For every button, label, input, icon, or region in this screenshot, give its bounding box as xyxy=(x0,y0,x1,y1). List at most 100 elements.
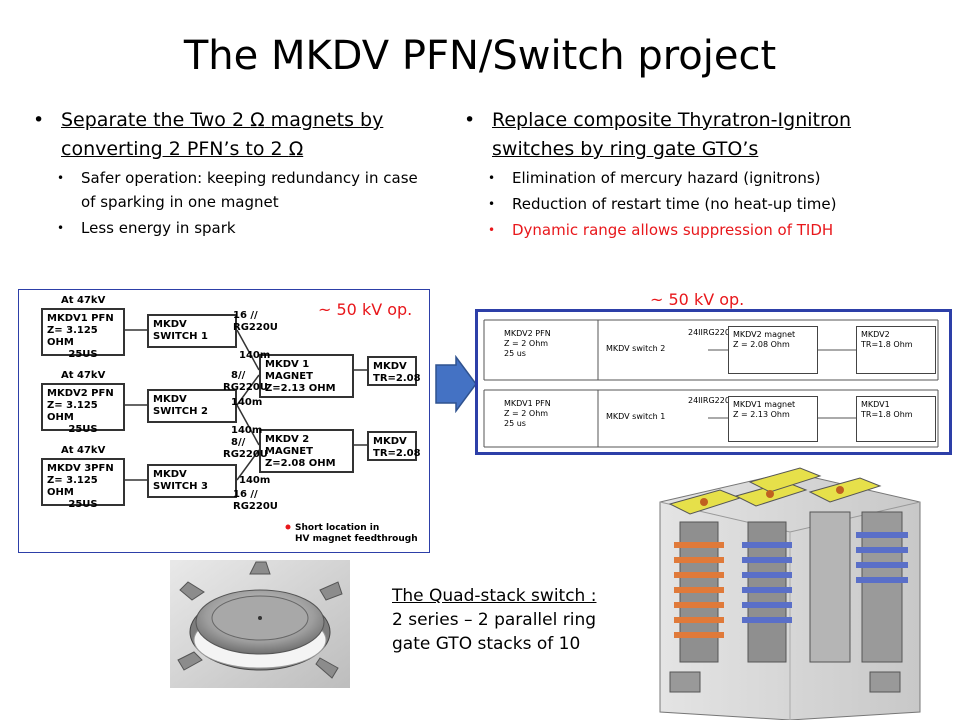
gto-device-photo xyxy=(170,560,350,688)
pfn-block: MKDV2 PFN Z = 2 Ohm 25 us xyxy=(500,326,584,374)
omega-symbol: Ω xyxy=(288,138,304,160)
diagram-wires xyxy=(483,319,939,448)
bullet-dot: • xyxy=(33,109,45,131)
pfn-name: MKDV2 PFN xyxy=(504,329,551,338)
switch-id: SWITCH 2 xyxy=(153,406,208,417)
cable-label: 8// xyxy=(231,370,246,381)
magnet-label: MAGNET xyxy=(265,371,313,382)
quad-stack-image xyxy=(659,467,921,721)
termination-block: MKDV1 TR=1.8 Ohm xyxy=(856,396,936,442)
pfn-voltage-label: At 47kV xyxy=(61,295,106,306)
magnet-block: MKDV1 magnet Z = 2.13 Ohm xyxy=(728,396,818,442)
gto-device-image xyxy=(170,560,350,688)
magnet-impedance: Z=2.13 OHM xyxy=(265,383,336,394)
caption-line: gate GTO stacks of 10 xyxy=(392,634,581,654)
pfn-impedance: Z= 3.125 OHM xyxy=(47,325,98,348)
left-sub-item: •Less energy in spark xyxy=(57,219,236,237)
left-sub-text: Less energy in spark xyxy=(81,219,236,237)
term-name: MKDV xyxy=(373,361,407,372)
left-heading-part1: Separate the Two 2 xyxy=(61,109,251,131)
cable-label: 16 // xyxy=(233,310,258,321)
term-name: MKDV1 xyxy=(861,400,890,409)
magnet-impedance: Z = 2.13 Ohm xyxy=(733,410,790,419)
left-sub-text: Safer operation: keeping redundancy in c… xyxy=(81,169,418,211)
pfn-pulse: 25US xyxy=(68,424,98,435)
right-sub-text: Elimination of mercury hazard (ignitrons… xyxy=(512,169,821,187)
right-heading-text: Replace composite Thyratron-Ignitron swi… xyxy=(492,109,852,160)
termination-block: MKDV2 TR=1.8 Ohm xyxy=(856,326,936,374)
magnet-block: MKDV 2 MAGNET Z=2.08 OHM xyxy=(259,429,354,473)
caption-title: The Quad-stack switch : xyxy=(392,586,597,606)
pfn-pulse: 25 us xyxy=(504,419,526,428)
right-sub-text: Reduction of restart time (no heat-up ti… xyxy=(512,195,837,213)
right-arrow-icon xyxy=(435,355,477,413)
switch-label: MKDV switch 1 xyxy=(606,412,666,421)
magnet-block: MKDV 1 MAGNET Z=2.13 OHM xyxy=(259,354,354,398)
slide-title: The MKDV PFN/Switch project xyxy=(183,33,777,79)
right-sub-item: •Reduction of restart time (no heat-up t… xyxy=(488,195,837,213)
left-heading: • Separate the Two 2 Ω magnets by conver… xyxy=(33,106,433,164)
pfn-impedance: Z = 2 Ohm xyxy=(504,409,549,418)
short-note: Short location in xyxy=(295,523,380,533)
switch-block: MKDV SWITCH 3 xyxy=(147,464,237,498)
right-sub-item: •Elimination of mercury hazard (ignitron… xyxy=(488,169,821,187)
termination-block: MKDV TR=2.08 xyxy=(367,356,421,386)
term-value: TR=1.8 Ohm xyxy=(861,410,913,419)
pfn-block: MKDV1 PFN Z= 3.125 OHM 25US xyxy=(41,308,125,360)
cable-label: 24IIRG220U xyxy=(688,328,736,337)
magnet-name: MKDV2 magnet xyxy=(733,330,796,339)
right-sub-item-highlight: •Dynamic range allows suppression of TID… xyxy=(488,221,834,239)
cable-label: 140m xyxy=(231,397,263,408)
cable-label: RG220U xyxy=(233,501,278,512)
cable-label: RG220U xyxy=(223,382,268,393)
switch-id: SWITCH 1 xyxy=(153,331,208,342)
cable-label: 8// xyxy=(231,437,246,448)
pfn-block: MKDV 3PFN Z= 3.125 OHM 25US xyxy=(41,458,125,510)
quad-stack-caption: The Quad-stack switch : 2 series – 2 par… xyxy=(392,584,642,656)
cable-label: RG220U xyxy=(233,322,278,333)
caption-line: 2 series – 2 parallel ring xyxy=(392,610,597,630)
magnet-label: MAGNET xyxy=(265,446,313,457)
pfn-pulse: 25US xyxy=(68,499,98,510)
cable-label: 24IIRG220U xyxy=(688,396,736,405)
pfn-pulse: 25US xyxy=(68,349,98,360)
switch-label: MKDV switch 2 xyxy=(606,344,666,353)
cable-label: RG220U xyxy=(223,449,268,460)
pfn-pulse: 25 us xyxy=(504,349,526,358)
short-note: HV magnet feedthrough xyxy=(295,534,418,544)
operating-voltage-label: ~ 50 kV op. xyxy=(318,300,413,319)
right-heading: •Replace composite Thyratron-Ignitron sw… xyxy=(464,109,852,160)
cable-label: 140m xyxy=(231,425,263,436)
operating-voltage-label: ~ 50 kV op. xyxy=(650,290,745,309)
pfn-impedance: Z= 3.125 OHM xyxy=(47,475,98,498)
cable-label: 140m xyxy=(239,475,271,486)
pfn-block: MKDV1 PFN Z = 2 Ohm 25 us xyxy=(500,396,584,442)
pfn-impedance: Z = 2 Ohm xyxy=(504,339,549,348)
pfn-block: MKDV2 PFN Z= 3.125 OHM 25US xyxy=(41,383,125,435)
termination-block: MKDV TR=2.08 xyxy=(367,431,421,461)
switch-block: MKDV SWITCH 2 xyxy=(147,389,237,423)
magnet-impedance: Z=2.08 OHM xyxy=(265,458,336,469)
left-column: • Separate the Two 2 Ω magnets by conver… xyxy=(33,106,433,240)
term-value: TR=1.8 Ohm xyxy=(861,340,913,349)
cable-label: 140m xyxy=(239,350,271,361)
right-column: •Replace composite Thyratron-Ignitron sw… xyxy=(464,106,934,242)
magnet-impedance: Z = 2.08 Ohm xyxy=(733,340,790,349)
term-name: MKDV2 xyxy=(861,330,890,339)
term-name: MKDV xyxy=(373,436,407,447)
short-legend-marker xyxy=(285,524,291,530)
term-value: TR=2.08 xyxy=(373,448,421,459)
left-heading-part2: magnets by converting 2 PFN’s to 2 xyxy=(61,109,384,160)
switch-block: MKDV SWITCH 1 xyxy=(147,314,237,348)
magnet-block: MKDV2 magnet Z = 2.08 Ohm xyxy=(728,326,818,374)
pfn-name: MKDV1 PFN xyxy=(504,399,551,408)
left-sub-item: •Safer operation: keeping redundancy in … xyxy=(57,169,418,211)
switch-name: MKDV xyxy=(153,469,187,480)
pfn-name: MKDV1 PFN xyxy=(47,313,114,324)
omega-symbol: Ω xyxy=(250,109,265,131)
quad-stack-switch-render xyxy=(640,462,930,721)
term-value: TR=2.08 xyxy=(373,373,421,384)
pfn-impedance: Z= 3.125 OHM xyxy=(47,400,98,423)
switch-name: MKDV xyxy=(153,394,187,405)
new-layout-diagram: MKDV2 PFN Z = 2 Ohm 25 us MKDV switch 2 … xyxy=(475,309,952,455)
